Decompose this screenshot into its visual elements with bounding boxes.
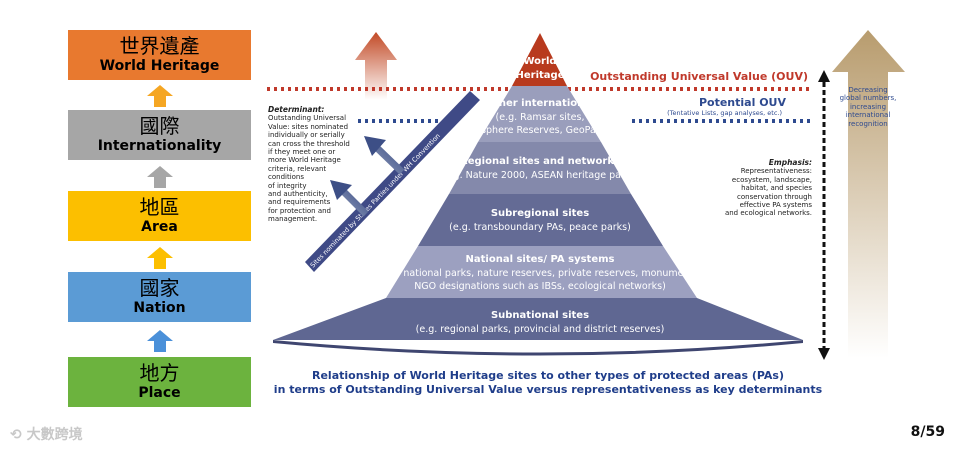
decreasing-line: recognition bbox=[848, 119, 888, 128]
decreasing-line: increasing bbox=[849, 102, 887, 111]
determinant-note: Determinant: Outstanding Universal Value… bbox=[268, 105, 363, 224]
determinant-line: management. bbox=[268, 215, 318, 224]
level-subtitle: (e.g. Ramsar sites, bbox=[496, 112, 585, 123]
level-nation-box: 國家 Nation bbox=[68, 272, 251, 322]
tan-up-arrow-icon bbox=[832, 30, 905, 358]
nominated-arrow-upper-icon bbox=[364, 136, 405, 175]
level-world-heritage-box: 世界遺產 World Heritage bbox=[68, 30, 251, 80]
emphasis-line: conservation through bbox=[737, 192, 812, 201]
determinant-line: Outstanding Universal bbox=[268, 114, 347, 123]
level-subtitle: NGO designations such as IBSs, ecologica… bbox=[414, 281, 666, 292]
potential-ouv-label: Potential OUV bbox=[699, 96, 787, 109]
determinant-line: individually or serially bbox=[268, 131, 345, 140]
level-en-label: Place bbox=[138, 385, 181, 401]
level-en-label: Area bbox=[141, 219, 178, 235]
level-area-box: 地區 Area bbox=[68, 191, 251, 241]
determinant-line: and authenticity, bbox=[268, 190, 328, 199]
level-cjk-label: 國際 bbox=[139, 114, 180, 138]
decreasing-note: Decreasing global numbers, increasing in… bbox=[833, 86, 903, 128]
arrow-up-yellow-icon bbox=[147, 247, 173, 269]
level-internationality-box: 國際 Internationality bbox=[68, 110, 251, 160]
level-cjk-label: 地區 bbox=[139, 195, 180, 219]
caption-line2: in terms of Outstanding Universal Value … bbox=[273, 383, 823, 396]
level-place-box: 地方 Place bbox=[68, 357, 251, 407]
pyramid-level-national bbox=[386, 246, 697, 298]
determinant-line: conditions bbox=[268, 173, 305, 182]
logo-icon: ⟲ bbox=[10, 427, 22, 443]
level-title: Subregional sites bbox=[491, 208, 589, 219]
determinant-line: of integrity bbox=[268, 181, 307, 190]
level-cjk-label: 世界遺產 bbox=[119, 34, 200, 58]
emphasis-line: ecosystem, landscape, bbox=[731, 175, 812, 184]
nominated-arrow-lower-icon bbox=[330, 180, 369, 217]
determinant-line: and requirements bbox=[268, 198, 331, 207]
caption-line1: Relationship of World Heritage sites to … bbox=[312, 369, 784, 382]
level-title: Regional sites and networks bbox=[460, 156, 620, 167]
determinant-line: criteria, relevant bbox=[268, 164, 327, 173]
potential-ouv-sublabel: (Tentative Lists, gap analyses, etc.) bbox=[667, 109, 782, 117]
arrow-up-orange-icon bbox=[147, 85, 173, 107]
level-subtitle: (e.g. national parks, nature reserves, p… bbox=[379, 268, 702, 279]
logo-text: 大數跨境 bbox=[26, 427, 83, 443]
vertical-double-arrow-icon bbox=[818, 70, 830, 360]
page-number: 8/59 bbox=[910, 424, 945, 440]
level-en-label: Internationality bbox=[97, 138, 222, 154]
determinant-line: can cross the threshold bbox=[268, 139, 350, 148]
emphasis-heading: Emphasis: bbox=[768, 158, 812, 167]
pyramid-level-subnational bbox=[273, 298, 803, 340]
pyramid-base-shadow bbox=[273, 340, 803, 356]
level-en-label: Nation bbox=[133, 300, 186, 316]
pyramid-level-subregional bbox=[418, 194, 663, 246]
level-title: National sites/ PA systems bbox=[466, 254, 615, 265]
level-cjk-label: 國家 bbox=[139, 276, 180, 300]
ouv-label: Outstanding Universal Value (OUV) bbox=[590, 70, 808, 83]
pyramid-apex-world-heritage bbox=[512, 33, 567, 86]
emphasis-line: Representativeness: bbox=[740, 167, 812, 176]
decreasing-line: international bbox=[845, 111, 891, 120]
arrow-up-blue-icon bbox=[147, 330, 173, 352]
determinant-line: for protection and bbox=[268, 206, 332, 215]
pyramid-level-regional bbox=[449, 142, 631, 194]
emphasis-line: habitat, and species bbox=[741, 184, 812, 193]
level-en-label: World Heritage bbox=[99, 58, 220, 74]
level-subtitle: (e.g. transboundary PAs, peace parks) bbox=[449, 222, 631, 233]
emphasis-line: and ecological networks. bbox=[724, 209, 812, 218]
level-title: Other international bbox=[486, 98, 595, 109]
determinant-heading: Determinant: bbox=[268, 105, 325, 114]
level-subtitle: (e.g. regional parks, provincial and dis… bbox=[416, 324, 665, 335]
level-cjk-label: 地方 bbox=[139, 361, 180, 385]
determinant-line: Value: sites nominated bbox=[268, 122, 349, 131]
pyramid-level-other-international bbox=[478, 86, 601, 142]
apex-title-line1: World bbox=[523, 56, 556, 67]
emphasis-line: effective PA systems bbox=[739, 201, 812, 210]
diagram-caption: Relationship of World Heritage sites to … bbox=[268, 369, 828, 397]
level-title: Subnational sites bbox=[491, 310, 589, 321]
decreasing-line: Decreasing bbox=[848, 86, 888, 94]
determinant-line: more World Heritage bbox=[268, 156, 341, 165]
determinant-line: if they meet one or bbox=[268, 148, 336, 157]
apex-title-line2: Heritage bbox=[516, 70, 565, 81]
arrow-up-gray-icon bbox=[147, 166, 173, 188]
emphasis-note: Emphasis: Representativeness: ecosystem,… bbox=[714, 158, 812, 218]
red-up-arrow-icon bbox=[355, 32, 397, 100]
level-subtitle: (e.g. Nature 2000, ASEAN heritage parks) bbox=[441, 170, 639, 181]
watermark-logo: ⟲ 大數跨境 bbox=[10, 424, 83, 444]
level-subtitle: Biosphere Reserves, GeoParks) bbox=[466, 125, 614, 136]
decreasing-line: global numbers, bbox=[839, 94, 897, 103]
